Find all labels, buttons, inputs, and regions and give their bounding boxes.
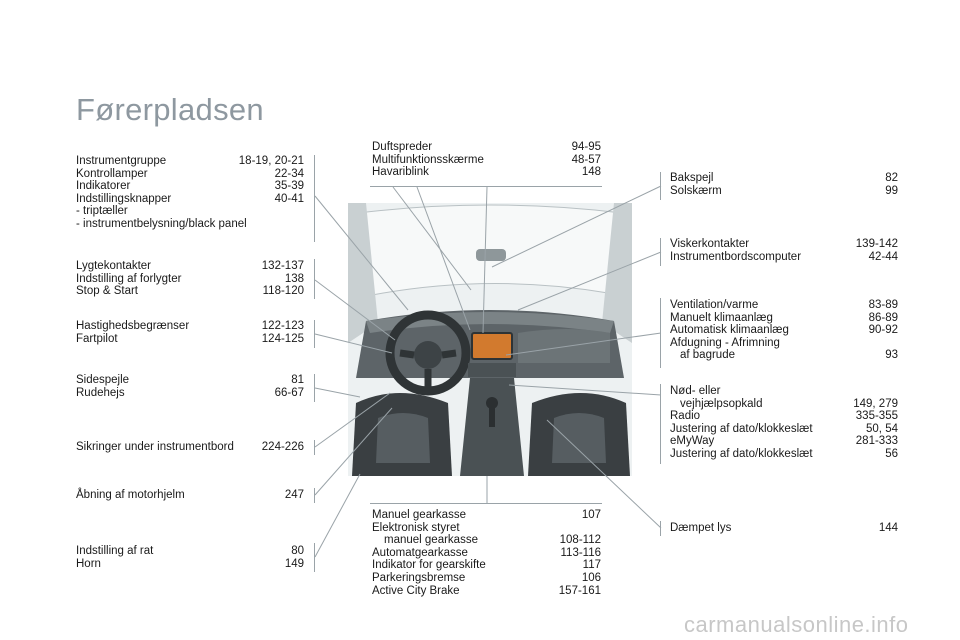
divider (370, 503, 602, 504)
group-bracket (660, 384, 661, 464)
group-bracket (660, 521, 661, 536)
divider (370, 186, 602, 187)
index-entry: Afdugning - Afrimning (670, 336, 780, 349)
group-bracket (314, 259, 315, 299)
page-title: Førerpladsen (76, 92, 264, 127)
group-bracket (314, 440, 315, 455)
group-bracket (314, 488, 315, 503)
index-entry: - instrumentbelysning/black panel (76, 217, 247, 230)
group-bracket (314, 543, 315, 572)
group-bracket (314, 320, 315, 348)
index-entry: Elektronisk styret (372, 521, 460, 534)
watermark: carmanualsonline.info (684, 612, 909, 637)
index-entry: Nød- eller (670, 385, 721, 397)
group-bracket (314, 155, 315, 242)
index-entry: - triptæller (76, 205, 128, 218)
group-bracket (314, 374, 315, 402)
